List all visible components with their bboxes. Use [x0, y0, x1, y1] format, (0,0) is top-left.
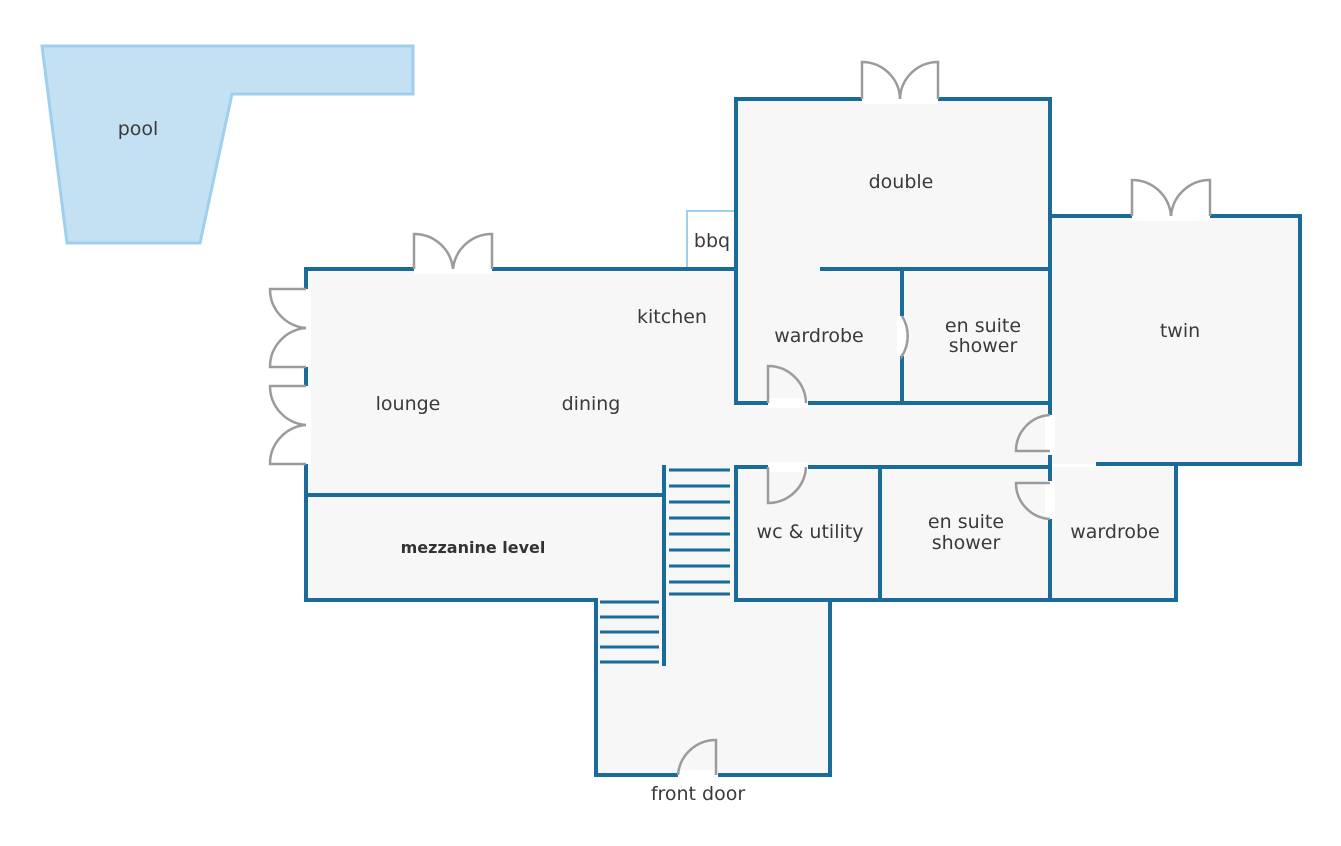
double-label: double	[869, 171, 934, 193]
doors	[268, 60, 1212, 780]
bbq-area	[686, 210, 737, 270]
lounge-label: lounge	[376, 393, 441, 415]
wardrobe-upper-label: wardrobe	[774, 325, 864, 347]
twin-label: twin	[1160, 320, 1200, 342]
bbq-label: bbq	[694, 230, 730, 252]
pool-shape	[40, 44, 415, 245]
kitchen-label: kitchen	[637, 306, 707, 328]
floor-fills	[306, 99, 1300, 775]
stairs	[600, 468, 730, 664]
ensuite-lower-label-line2: shower	[932, 532, 1001, 554]
pool-label: pool	[118, 118, 159, 140]
ensuite-lower-label-line1: en suite	[928, 511, 1004, 533]
front-door-label: front door	[651, 783, 746, 805]
ensuite-upper-label-line1: en suite	[945, 315, 1021, 337]
wardrobe-lower-label: wardrobe	[1070, 521, 1160, 543]
wc-utility-label: wc & utility	[757, 521, 864, 543]
dining-label: dining	[562, 393, 621, 415]
ensuite-upper-label-line2: shower	[949, 335, 1018, 357]
mezzanine-label: mezzanine level	[401, 538, 546, 557]
